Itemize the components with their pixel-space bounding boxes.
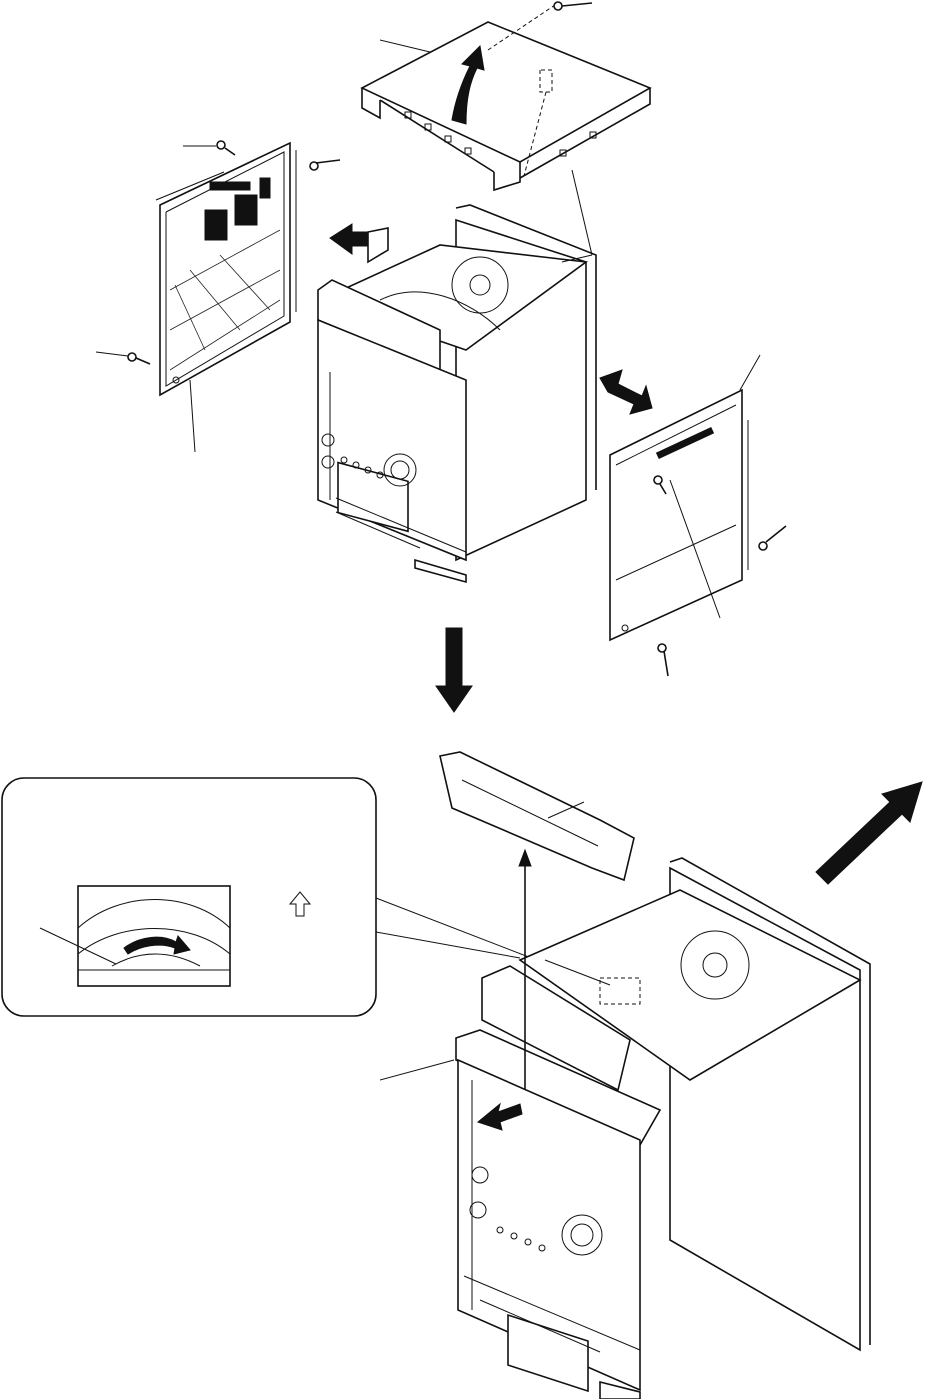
loading-panel: [440, 752, 634, 880]
left-side-panel: [156, 143, 296, 452]
down-arrow-icon: [436, 628, 472, 712]
main-unit-upper: [318, 205, 596, 582]
removal-arrow-icon: [330, 224, 388, 262]
screw-icon: [554, 2, 592, 10]
removal-arrow-icon: [600, 370, 652, 414]
main-unit-lower: [380, 858, 870, 1399]
top-cover: [362, 5, 650, 190]
diagonal-arrow-icon: [816, 782, 922, 884]
